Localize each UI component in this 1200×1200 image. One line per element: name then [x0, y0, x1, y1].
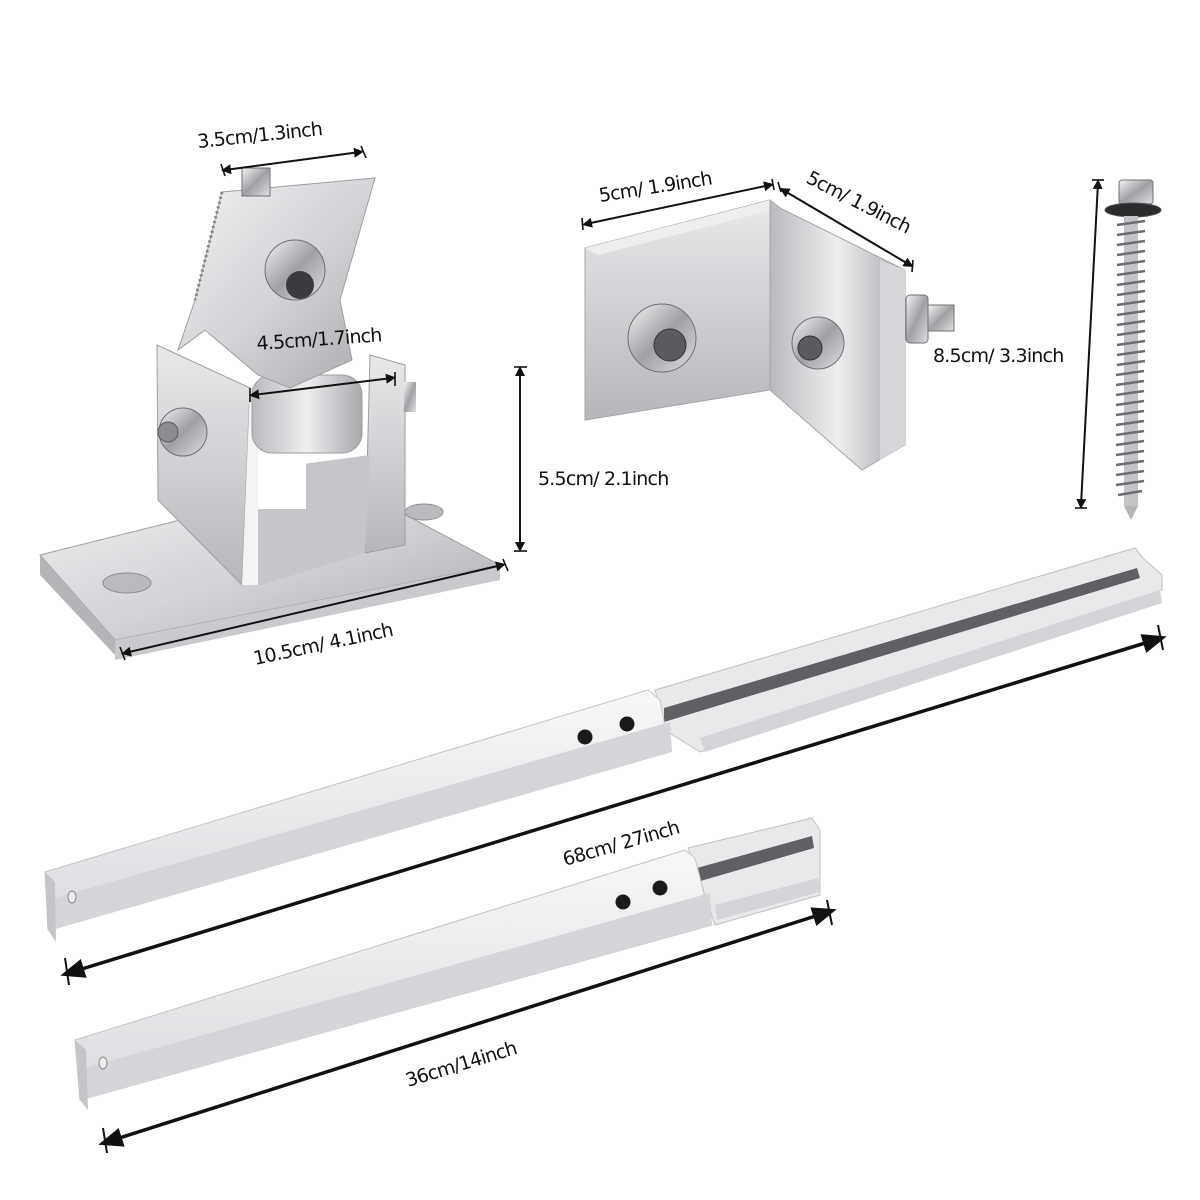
- long-rail-hole: [577, 729, 593, 745]
- dimension-label: 5.5cm/ 2.1inch: [538, 468, 668, 490]
- short-rail-end-hole: [98, 1056, 108, 1070]
- dimension-screw-length: 8.5cm/ 3.3inch: [933, 179, 1104, 509]
- long-rail-hole: [619, 716, 635, 732]
- l-bracket: [584, 198, 955, 471]
- long-rail-end-hole: [67, 890, 77, 904]
- bracket-right-wall: [364, 354, 406, 554]
- dimension-label: 8.5cm/ 3.3inch: [933, 345, 1063, 367]
- threaded-stud: [241, 167, 271, 197]
- tilt-hinge-bracket: [39, 167, 502, 660]
- self-tapping-screw: [1104, 179, 1162, 520]
- screw-washer: [1104, 202, 1162, 218]
- long-rail-inner-channel: [654, 547, 1163, 753]
- screw-hex-head: [1118, 179, 1154, 205]
- base-hole-left: [102, 572, 152, 594]
- short-rail-hole: [615, 894, 631, 910]
- hinge-cylinder: [251, 374, 363, 454]
- dimension-label: 3.5cm/1.3inch: [196, 118, 323, 153]
- l-bracket-stud: [927, 304, 955, 332]
- dimension-clamp-width: 3.5cm/1.3inch: [196, 118, 367, 177]
- l-bracket-nut: [905, 294, 929, 344]
- screw-thread: [1115, 219, 1146, 497]
- base-hole-right: [404, 503, 444, 521]
- dimension-bracket-height: 5.5cm/ 2.1inch: [514, 366, 669, 552]
- short-rail-hole: [652, 880, 668, 896]
- dimension-label: 36cm/14inch: [403, 1037, 519, 1092]
- side-stud: [404, 382, 416, 412]
